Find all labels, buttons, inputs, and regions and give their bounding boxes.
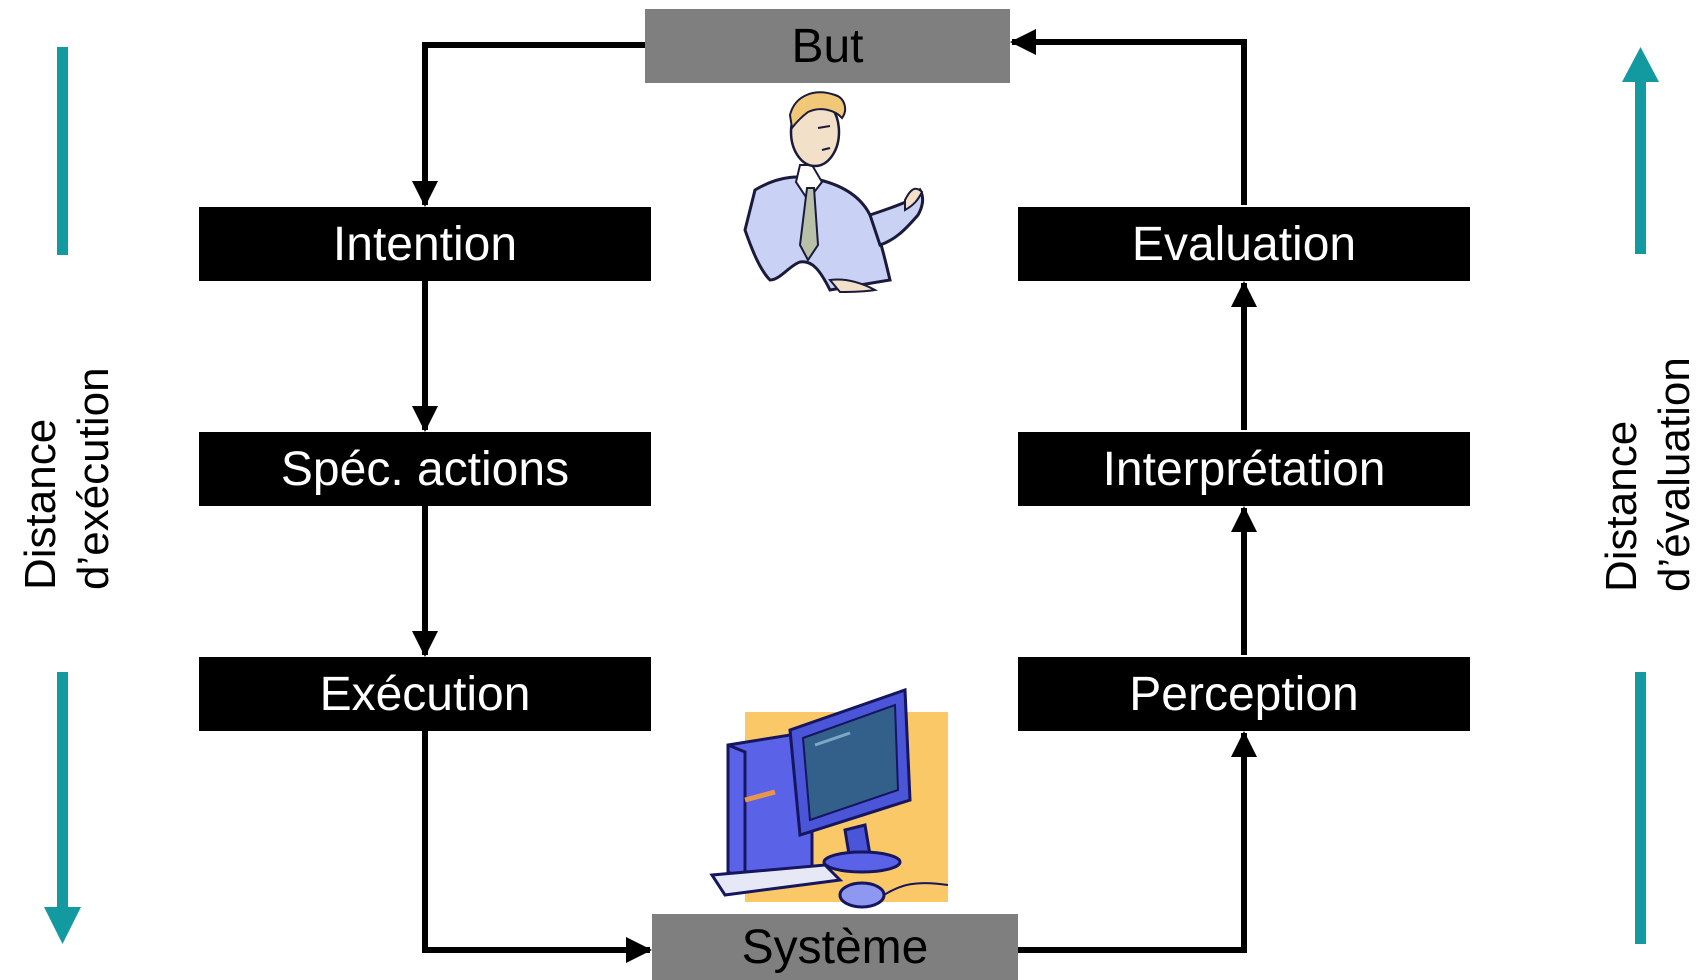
- left-label-line1: Distance: [16, 418, 65, 590]
- left-teal-bar-top: [57, 47, 68, 255]
- box-perception: Perception: [1018, 657, 1470, 731]
- right-label-line2: d’évaluation: [1649, 357, 1699, 592]
- right-label-line1: Distance: [1597, 420, 1646, 592]
- arrow-evaluation-to-but: [1010, 29, 1247, 205]
- box-but-label: But: [791, 19, 864, 73]
- box-interpretation: Interprétation: [1018, 432, 1470, 506]
- left-teal-arrow-bottom: [44, 672, 81, 944]
- right-distance-label: Distance d’évaluation: [1596, 357, 1701, 592]
- box-interpretation-label: Interprétation: [1102, 442, 1386, 496]
- right-teal-arrow-top: [1622, 47, 1659, 254]
- box-evaluation: Evaluation: [1018, 207, 1470, 281]
- arrow-but-to-intention: [412, 42, 645, 207]
- box-intention-label: Intention: [332, 217, 518, 271]
- box-systeme-label: Système: [741, 920, 929, 974]
- box-but: But: [645, 9, 1010, 83]
- box-evaluation-label: Evaluation: [1131, 217, 1357, 271]
- arrow-execution-to-systeme: [422, 730, 652, 963]
- box-spec-actions: Spéc. actions: [199, 432, 651, 506]
- box-spec-actions-label: Spéc. actions: [280, 442, 570, 496]
- box-perception-label: Perception: [1129, 667, 1359, 721]
- right-teal-bar-bottom: [1635, 672, 1646, 944]
- box-systeme: Système: [652, 914, 1018, 980]
- box-intention: Intention: [199, 207, 651, 281]
- left-label-line2: d’exécution: [68, 367, 118, 590]
- arrow-systeme-to-perception: [1018, 731, 1257, 953]
- box-execution-label: Exécution: [319, 667, 531, 721]
- left-distance-label: Distance d’exécution: [15, 367, 121, 590]
- box-execution: Exécution: [199, 657, 651, 731]
